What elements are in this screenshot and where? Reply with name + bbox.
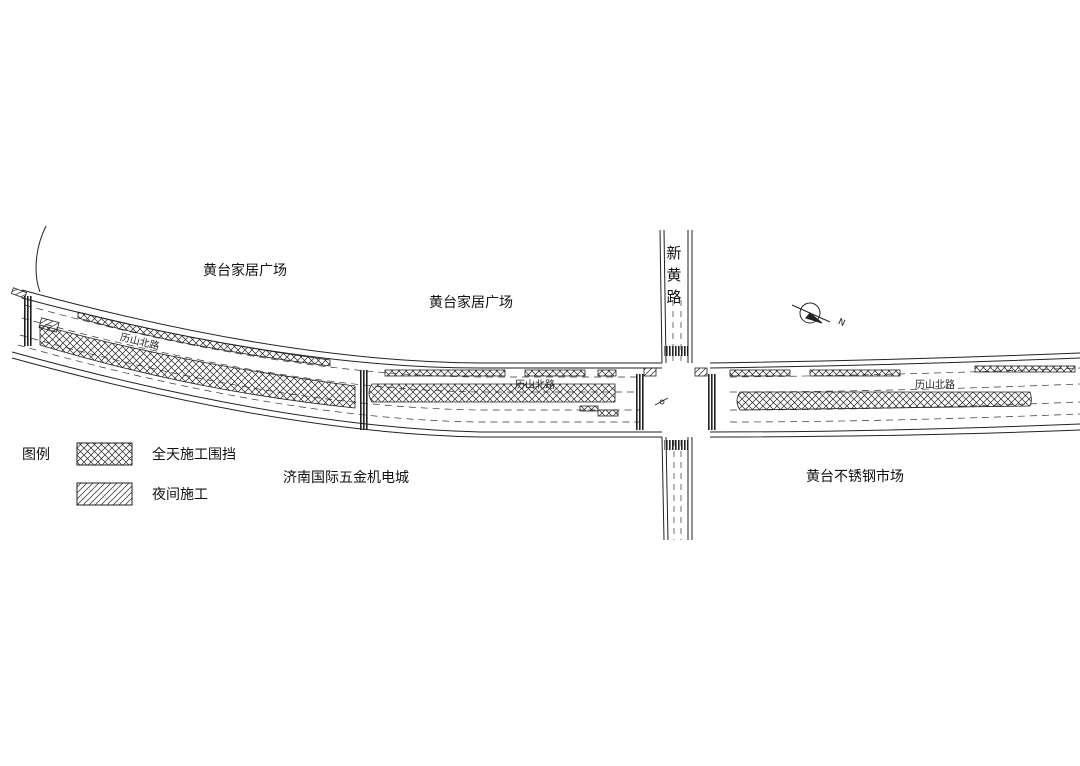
all-day-enclosures — [39, 311, 1076, 417]
place-label-4: 黄台不锈钢市场 — [806, 469, 904, 485]
road-label-vertical-char-1: 新 — [666, 244, 682, 262]
crosswalks — [24, 296, 716, 450]
road-label-east: 历山北路 — [915, 380, 955, 391]
place-label-2: 黄台家居广场 — [429, 295, 513, 311]
legend-item-all-day: 全天施工围挡 — [152, 447, 236, 463]
road-label-vertical-char-3: 路 — [666, 288, 682, 306]
boundary-curve — [35, 225, 47, 293]
road-label-mid: 历山北路 — [515, 380, 555, 391]
place-label-3: 济南国际五金机电城 — [283, 470, 409, 486]
legend-swatch-diagonal — [76, 482, 133, 506]
legend-title: 图例 — [22, 447, 50, 463]
compass-icon — [791, 302, 831, 324]
place-label-1: 黄台家居广场 — [203, 263, 287, 279]
legend-swatch-crosshatch — [76, 442, 133, 466]
vertical-road — [659, 229, 693, 541]
legend-item-night: 夜间施工 — [152, 487, 208, 503]
road-label-vertical-char-2: 黄 — [666, 266, 682, 284]
night-construction — [10, 287, 708, 377]
road-label-vertical: 新 黄 路 — [665, 242, 683, 308]
